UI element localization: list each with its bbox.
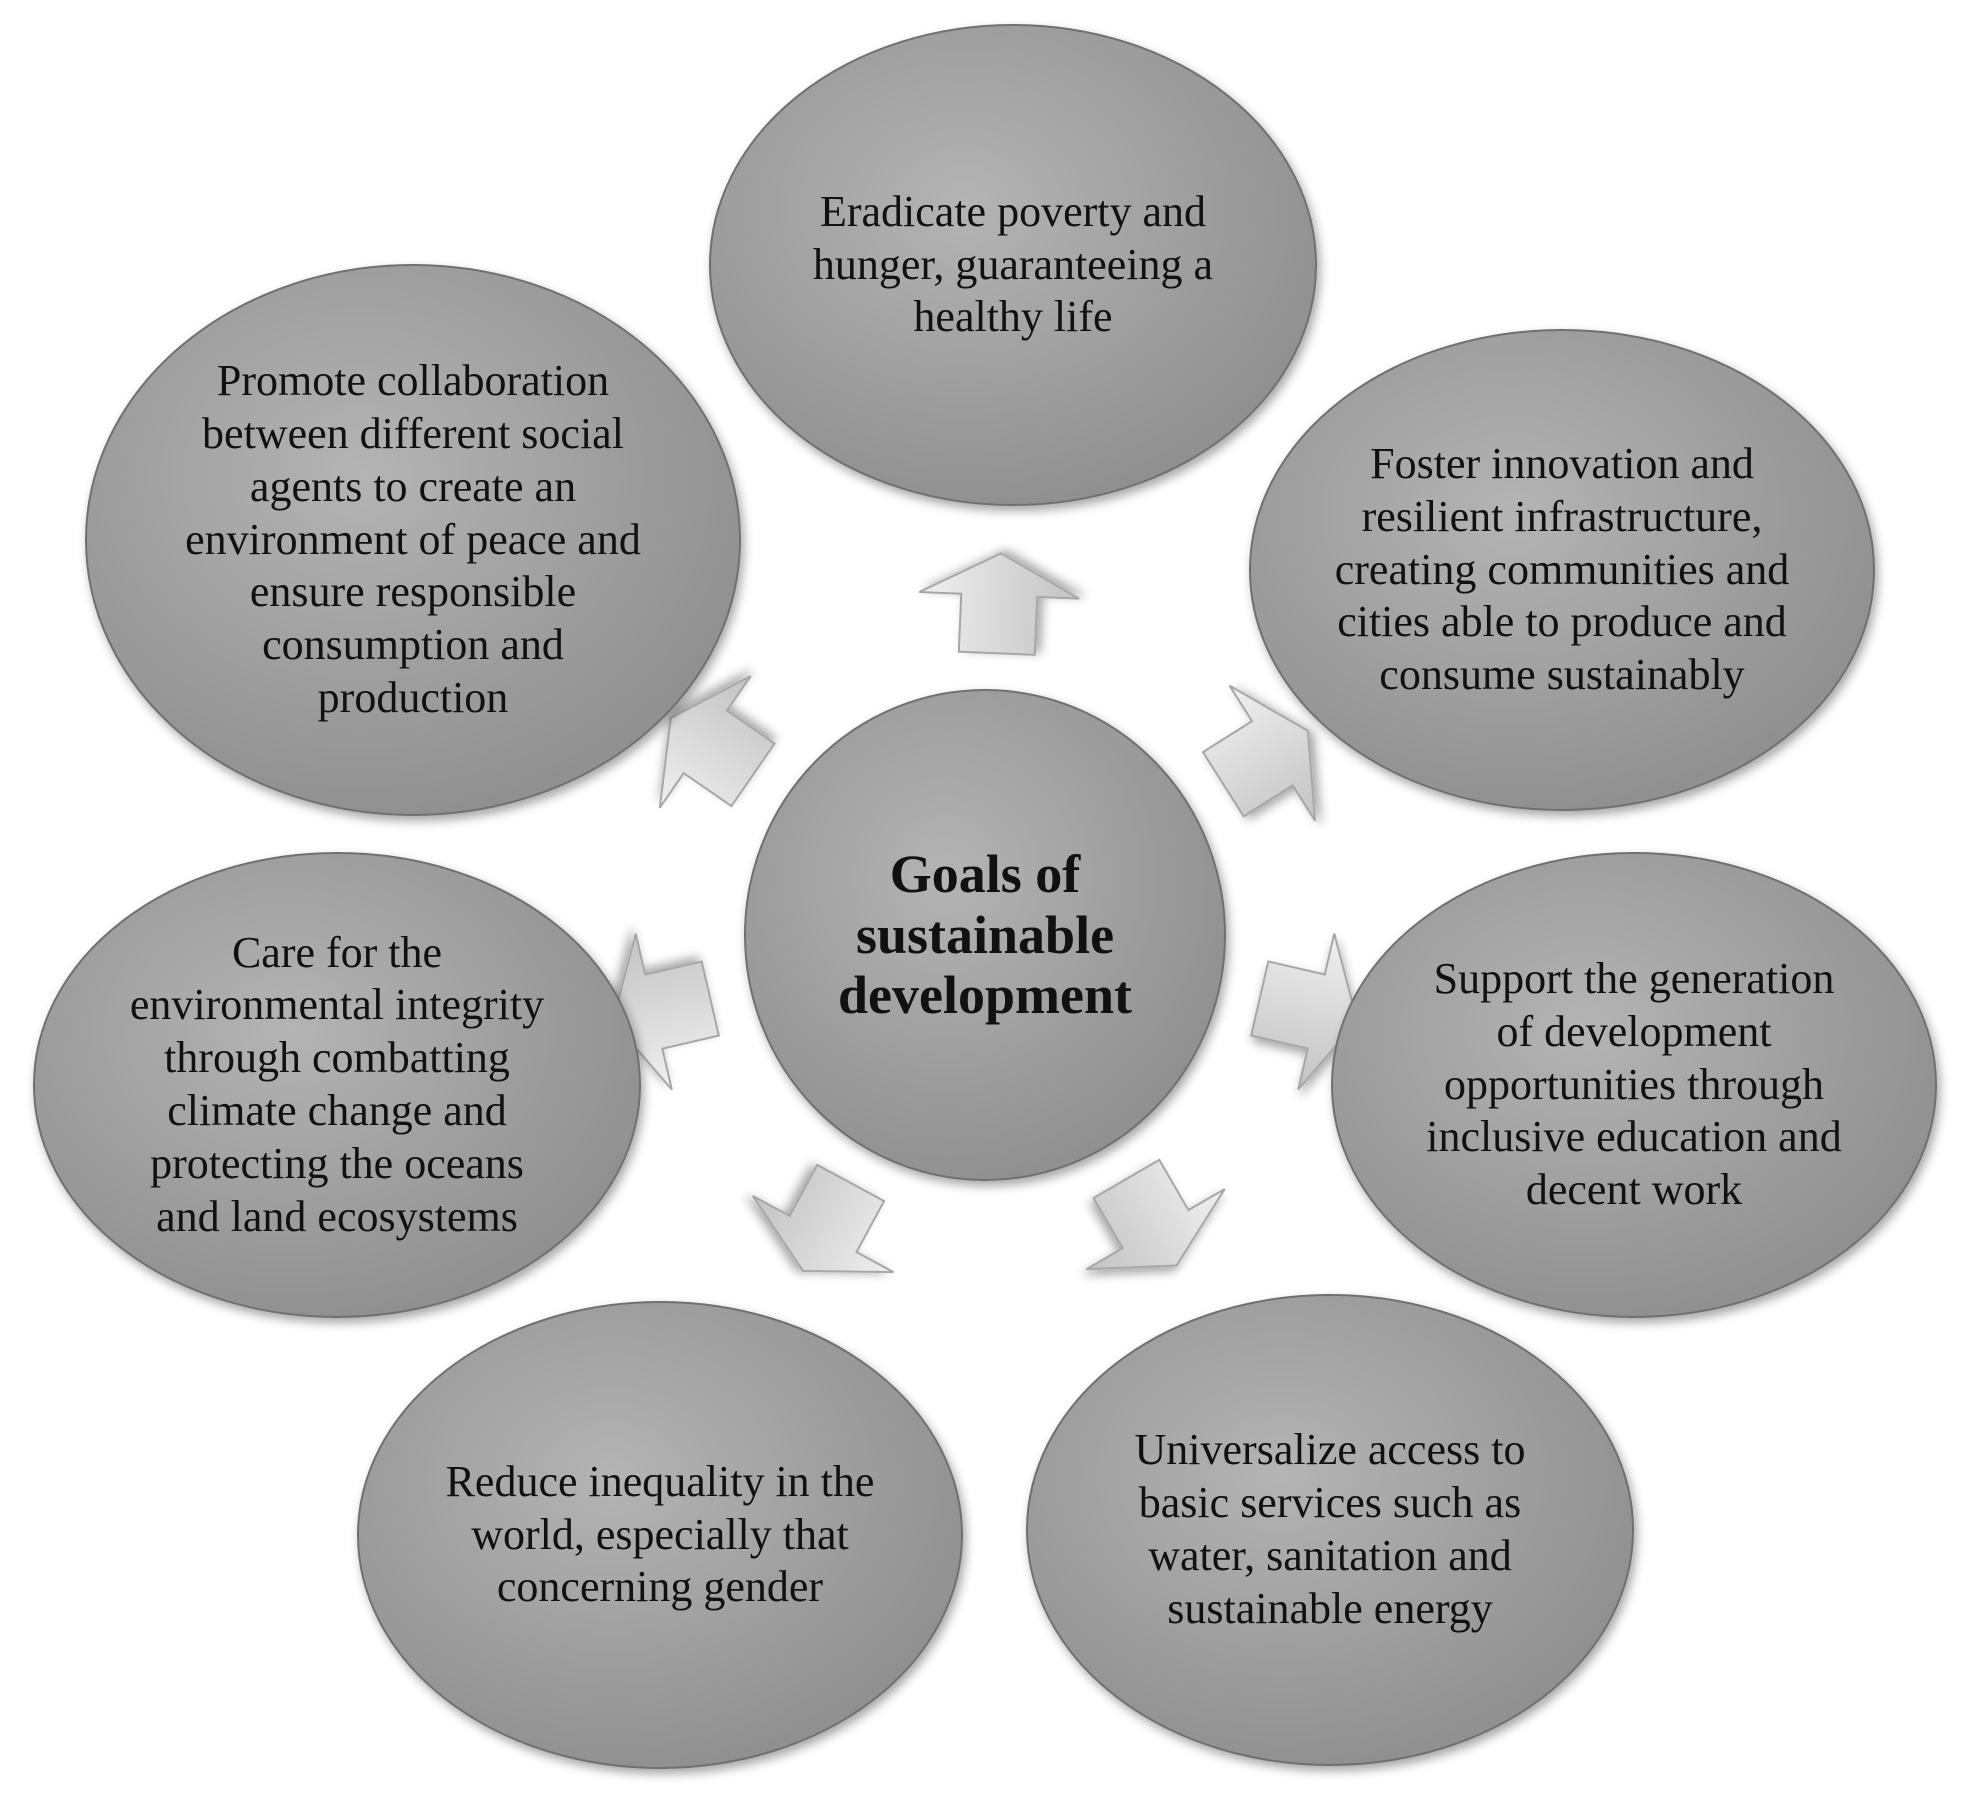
goal-node-foster-innovation (1249, 329, 1875, 811)
goal-node-reduce-inequality (357, 1301, 963, 1769)
arrow-to-care-environment (611, 933, 721, 1091)
center-title: Goals of sustainable development (805, 815, 1165, 1055)
arrow-to-eradicate-poverty (918, 552, 1080, 656)
arrow-shape (1085, 1158, 1226, 1271)
arrow-to-support-development (1249, 933, 1359, 1091)
arrow-shape (918, 552, 1080, 656)
center-title-text: Goals of sustainable development (838, 844, 1132, 1026)
goal-text-support-development: Support the generation of development op… (1426, 954, 1842, 1215)
arrow-shape (751, 1163, 894, 1274)
goal-text-promote-collaboration: Promote collaboration between different … (185, 356, 641, 722)
nodes-layer (33, 24, 1937, 1769)
arrow-to-promote-collaboration (658, 675, 776, 809)
goal-text-reduce-inequality: Reduce inequality in the world, especial… (445, 1456, 875, 1612)
arrow-to-foster-innovation (1201, 684, 1317, 822)
center-node (744, 689, 1226, 1181)
arrow-shape (1201, 684, 1317, 822)
arrow-shape (611, 933, 721, 1091)
goal-node-promote-collaboration (85, 264, 741, 816)
goal-text-foster-innovation: Foster innovation and resilient infrastr… (1334, 439, 1790, 700)
goal-node-eradicate-poverty (709, 24, 1317, 506)
arrow-shape (658, 675, 776, 809)
goal-node-support-development (1331, 852, 1937, 1318)
arrows-layer (611, 552, 1359, 1274)
goal-text-eradicate-poverty: Eradicate poverty and hunger, guaranteei… (812, 186, 1214, 342)
goal-node-universalize-access (1026, 1294, 1634, 1766)
goal-node-care-environment (33, 852, 641, 1318)
goal-text-care-environment: Care for the environmental integrity thr… (129, 927, 545, 1241)
goal-text-universalize-access: Universalize access to basic services su… (1134, 1425, 1526, 1633)
arrow-to-reduce-inequality (751, 1163, 894, 1274)
arrow-shape (1249, 933, 1359, 1091)
arrow-to-universalize-access (1085, 1158, 1226, 1271)
